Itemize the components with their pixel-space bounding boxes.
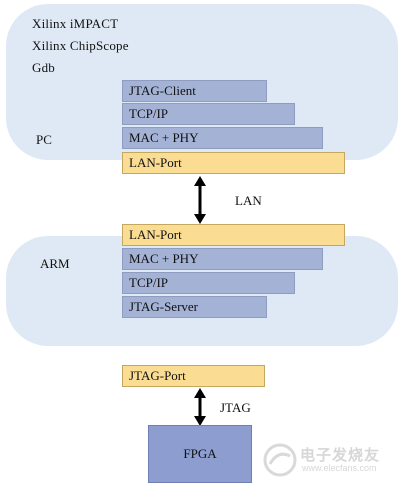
- arm-layer-tcpip: TCP/IP: [122, 272, 295, 294]
- watermark-url: www.elecfans.com: [302, 463, 377, 473]
- watermark-swoosh-icon: [263, 443, 297, 477]
- pc-tool-impact: Xilinx iMPACT: [32, 16, 119, 31]
- fpga-label: FPGA: [183, 446, 217, 461]
- arm-layer-jtag-server: JTAG-Server: [122, 296, 267, 318]
- arm-layer-lan-port: LAN-Port: [122, 224, 345, 246]
- pc-tool-gdb: Gdb: [32, 60, 55, 75]
- fpga-box: FPGA: [148, 425, 252, 483]
- pc-layer-lan-port: LAN-Port: [122, 152, 345, 174]
- arm-label: ARM: [40, 256, 70, 271]
- watermark-logo: 电子发烧友 www.elecfans.com: [262, 440, 400, 480]
- jtag-port: JTAG-Port: [122, 365, 265, 387]
- pc-layer-jtag-client: JTAG-Client: [122, 80, 267, 102]
- pc-label: PC: [36, 132, 52, 147]
- arm-layer-mac-phy: MAC + PHY: [122, 248, 323, 270]
- watermark-text: 电子发烧友: [300, 447, 381, 464]
- jtag-link-arrow: [194, 388, 206, 426]
- pc-layer-tcpip: TCP/IP: [122, 103, 295, 125]
- lan-link-label: LAN: [235, 193, 262, 208]
- lan-link-arrow: [194, 176, 206, 224]
- jtag-link-label: JTAG: [220, 400, 251, 415]
- pc-layer-mac-phy: MAC + PHY: [122, 127, 323, 149]
- pc-tool-chipscope: Xilinx ChipScope: [32, 38, 129, 53]
